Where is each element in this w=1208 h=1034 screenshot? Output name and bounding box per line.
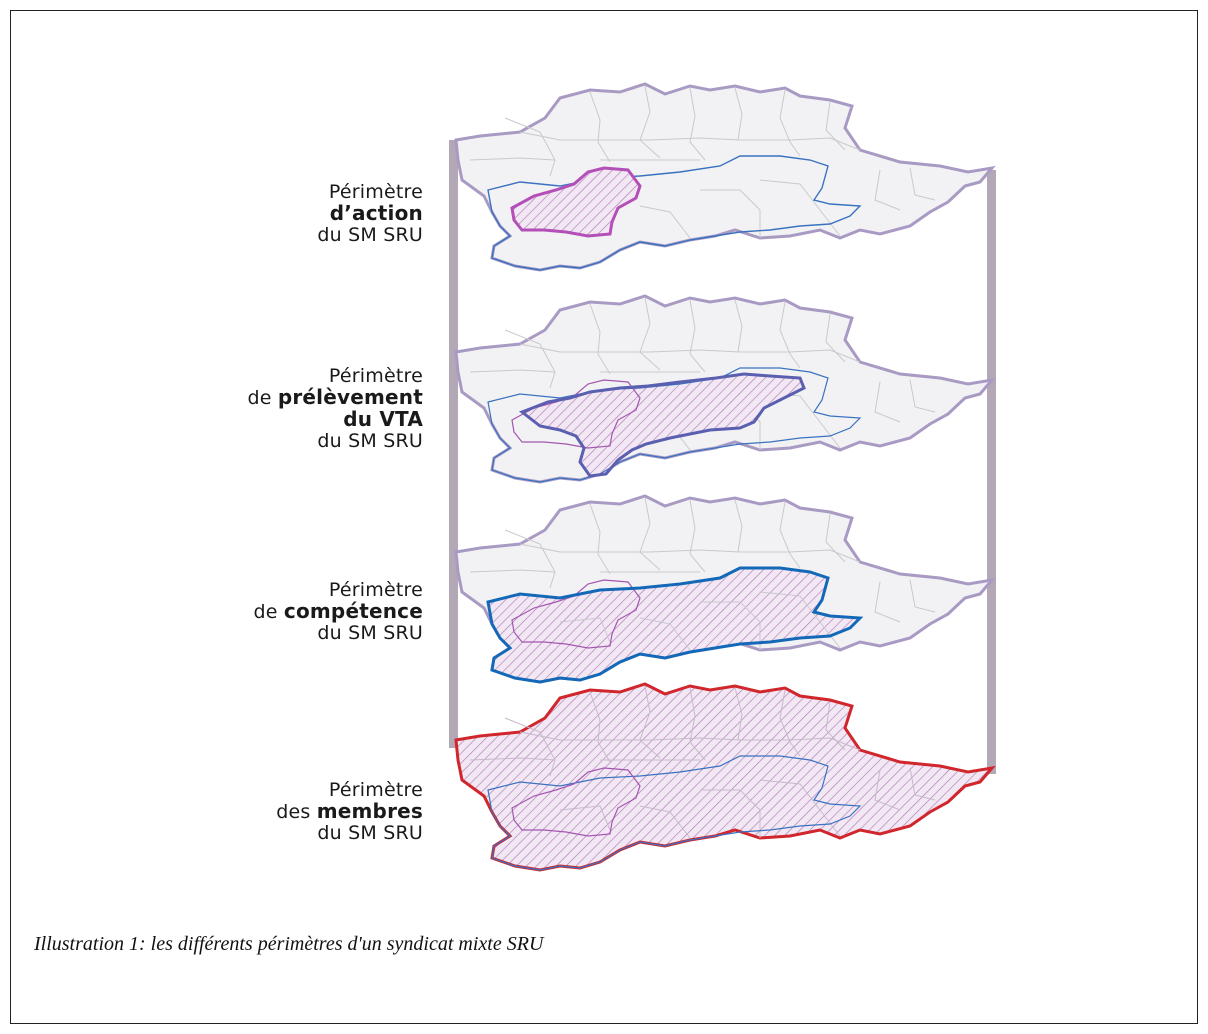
label-membres-line1: Périmètre: [328, 779, 423, 801]
label-competence: Périmètre de compétence du SM SRU: [254, 580, 424, 644]
figure-caption: Illustration 1: les différents périmètre…: [34, 933, 544, 955]
label-action: Périmètre d’action du SM SRU: [317, 182, 423, 246]
label-action-suffix: du SM SRU: [317, 224, 423, 246]
label-competence-suffix: du SM SRU: [317, 622, 423, 644]
label-membres-prefix: des: [276, 801, 317, 823]
label-membres-bold: membres: [316, 799, 423, 823]
layer-action-map: [454, 82, 994, 272]
left-pillar: [449, 140, 458, 748]
label-membres: Périmètre des membres du SM SRU: [276, 780, 423, 844]
label-prelevement: Périmètre de prélèvement du VTA du SM SR…: [247, 366, 423, 452]
label-prelevement-bold: prélèvement: [277, 385, 423, 409]
label-competence-prefix: de: [253, 601, 284, 623]
layer-competence-map: [454, 494, 994, 684]
label-prelevement-suffix: du SM SRU: [317, 430, 423, 452]
label-membres-suffix: du SM SRU: [317, 822, 423, 844]
label-action-bold: d’action: [329, 201, 423, 225]
label-competence-line1: Périmètre: [328, 579, 423, 601]
label-competence-bold: compétence: [283, 599, 423, 623]
label-prelevement-extra: du VTA: [343, 407, 423, 431]
layer-membres-map: [454, 682, 994, 872]
label-prelevement-prefix: de: [247, 387, 278, 409]
label-prelevement-line1: Périmètre: [328, 365, 423, 387]
right-pillar: [987, 170, 996, 774]
label-action-line1: Périmètre: [328, 181, 423, 203]
perimeter-illustration: [449, 82, 996, 872]
layer-prelevement-map: [454, 294, 994, 484]
